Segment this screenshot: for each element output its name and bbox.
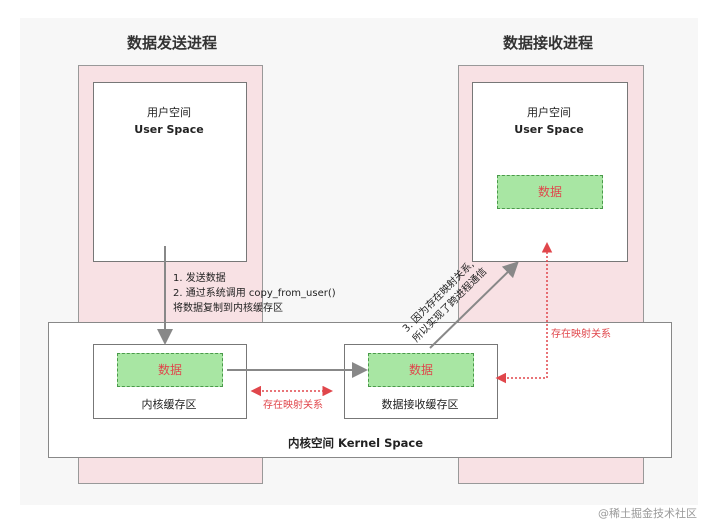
watermark: @稀土掘金技术社区 xyxy=(598,507,697,520)
receiver-user-space-label: 用户空间 User Space xyxy=(472,104,626,138)
user-space-en-label: User Space xyxy=(134,123,204,136)
mapping-label-user: 存在映射关系 xyxy=(551,325,611,340)
mapping-arrow-user xyxy=(495,242,553,384)
step1-text: 1. 发送数据 xyxy=(173,273,226,284)
step2-text-line2: 将数据复制到内核缓存区 xyxy=(173,303,283,314)
kernel-buffer-label: 内核缓存区 xyxy=(141,398,197,411)
mapping-label-kernel: 存在映射关系 xyxy=(263,396,323,411)
receiver-user-space xyxy=(472,82,628,262)
user-space-en-label: User Space xyxy=(514,123,584,136)
sender-user-space-label: 用户空间 User Space xyxy=(93,104,245,138)
receive-buffer-label: 数据接收缓存区 xyxy=(381,398,459,411)
sender-process-title: 数据发送进程 xyxy=(127,34,218,52)
receive-buffer-data: 数据 xyxy=(368,353,474,387)
kernel-space-label: 内核空间 Kernel Space xyxy=(288,436,424,450)
kernel-buffer-data: 数据 xyxy=(117,353,223,387)
receiver-user-data: 数据 xyxy=(497,175,603,209)
sender-user-space xyxy=(93,82,247,262)
receiver-process-title: 数据接收进程 xyxy=(503,34,594,52)
user-space-cn-label: 用户空间 xyxy=(527,106,571,119)
step2-text-line1: 2. 通过系统调用 copy_from_user() xyxy=(173,288,336,299)
user-space-cn-label: 用户空间 xyxy=(147,106,191,119)
